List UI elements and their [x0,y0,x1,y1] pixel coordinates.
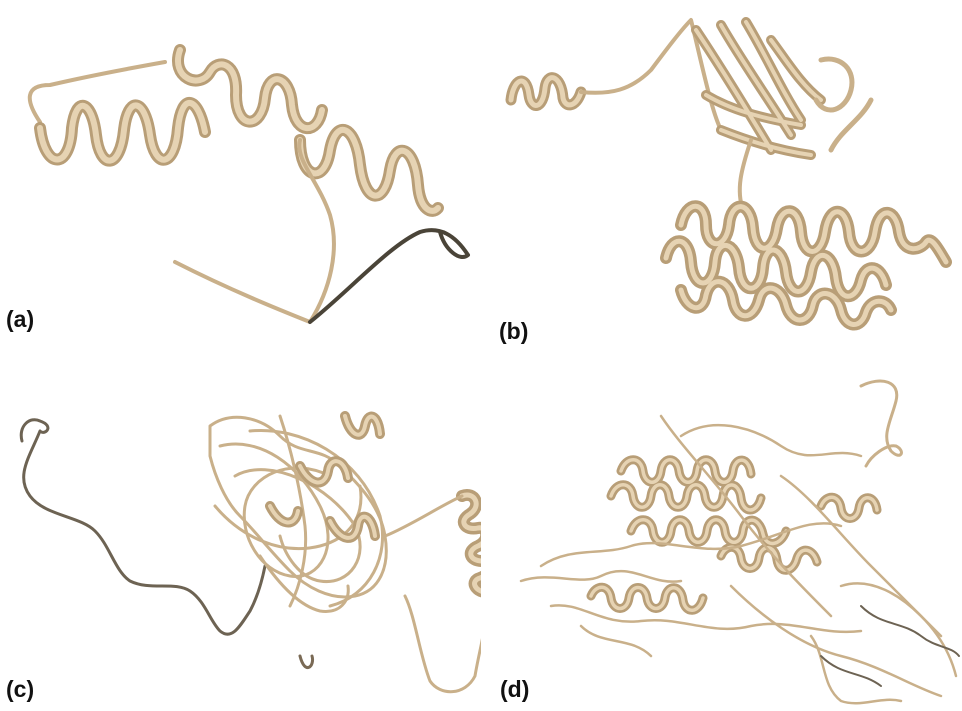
panel-b-mixed-structure: (b) [481,0,962,355]
protein-structure-image-a [0,0,481,355]
panel-a-helix-structure: (a) [0,0,481,355]
protein-structure-image-c [0,356,481,711]
panel-a-label: (a) [6,306,34,333]
panel-d-label: (d) [500,676,529,703]
protein-structure-image-b [481,0,962,355]
protein-structure-image-d [481,356,962,711]
panel-d-complex-structure: (d) [481,356,962,711]
panel-c-globular-structure: (c) [0,356,481,711]
panel-b-label: (b) [499,318,528,345]
panel-c-label: (c) [6,676,34,703]
